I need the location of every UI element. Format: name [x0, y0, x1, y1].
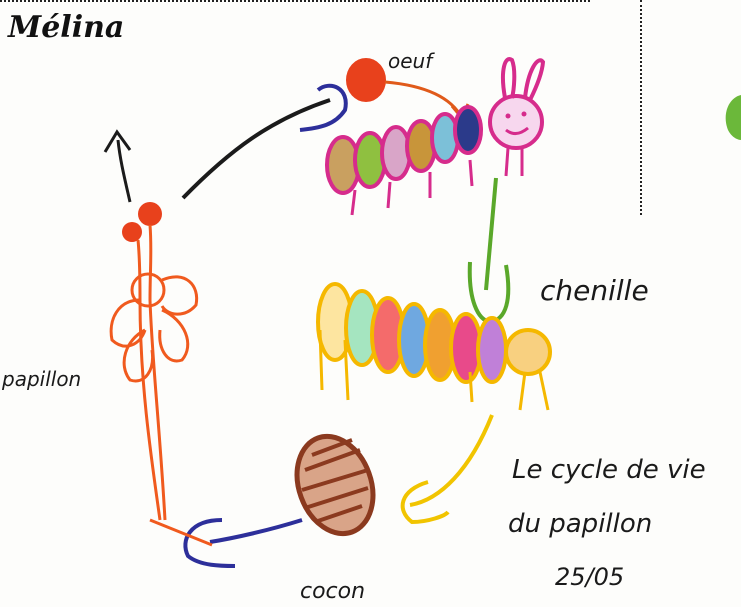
arrow-to-butterfly — [210, 520, 302, 542]
arrow-to-cocoon — [410, 415, 492, 505]
cocoon-label: cocon — [300, 579, 365, 604]
arrow-to-chenille — [486, 178, 496, 290]
butterfly-shape — [111, 202, 212, 545]
egg-shape — [346, 58, 386, 102]
caterpillar-middle — [318, 284, 550, 410]
caterpillar-label: chenille — [540, 274, 649, 307]
green-blob-edge — [726, 95, 741, 140]
cocoon-shape — [284, 426, 386, 545]
arrow-butterfly-to-egg — [183, 100, 330, 198]
butterfly-label: papillon — [1, 367, 81, 391]
caption-date: 25/05 — [555, 563, 624, 591]
caption-line2: du papillon — [508, 509, 652, 539]
arrow-egg-to-caterpillar — [385, 82, 462, 118]
egg-label: oeuf — [388, 49, 435, 73]
caption-line1: Le cycle de vie — [512, 455, 706, 485]
